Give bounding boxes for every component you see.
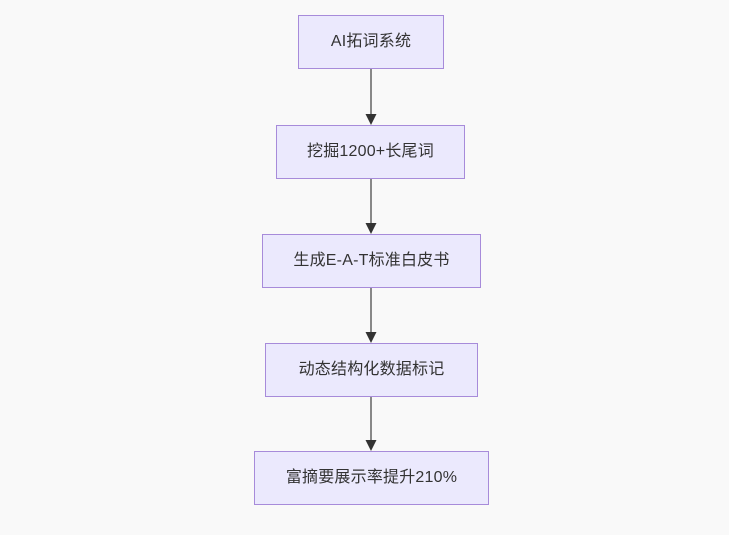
flowchart-node-5-label: 富摘要展示率提升210%	[285, 469, 458, 486]
flowchart-node-1-label: AI拓词系统	[330, 33, 412, 50]
connector-arrow-4	[363, 397, 379, 451]
flowchart-node-2-label: 挖掘1200+长尾词	[307, 143, 434, 160]
flowchart-node-1[interactable]: AI拓词系统	[298, 15, 444, 69]
arrow-down-icon	[365, 69, 377, 125]
flowchart-node-5[interactable]: 富摘要展示率提升210%	[254, 451, 489, 505]
connector-arrow-1	[363, 69, 379, 125]
flowchart-node-2[interactable]: 挖掘1200+长尾词	[276, 125, 465, 179]
flowchart-node-3[interactable]: 生成E-A-T标准白皮书	[262, 234, 481, 288]
connector-arrow-2	[363, 179, 379, 234]
flowchart-node-3-label: 生成E-A-T标准白皮书	[293, 252, 450, 269]
flowchart-node-4-label: 动态结构化数据标记	[298, 361, 445, 378]
flowchart-node-4[interactable]: 动态结构化数据标记	[265, 343, 478, 397]
connector-arrow-3	[363, 288, 379, 343]
arrow-down-icon	[365, 397, 377, 451]
arrow-down-icon	[365, 288, 377, 343]
arrow-down-icon	[365, 179, 377, 234]
